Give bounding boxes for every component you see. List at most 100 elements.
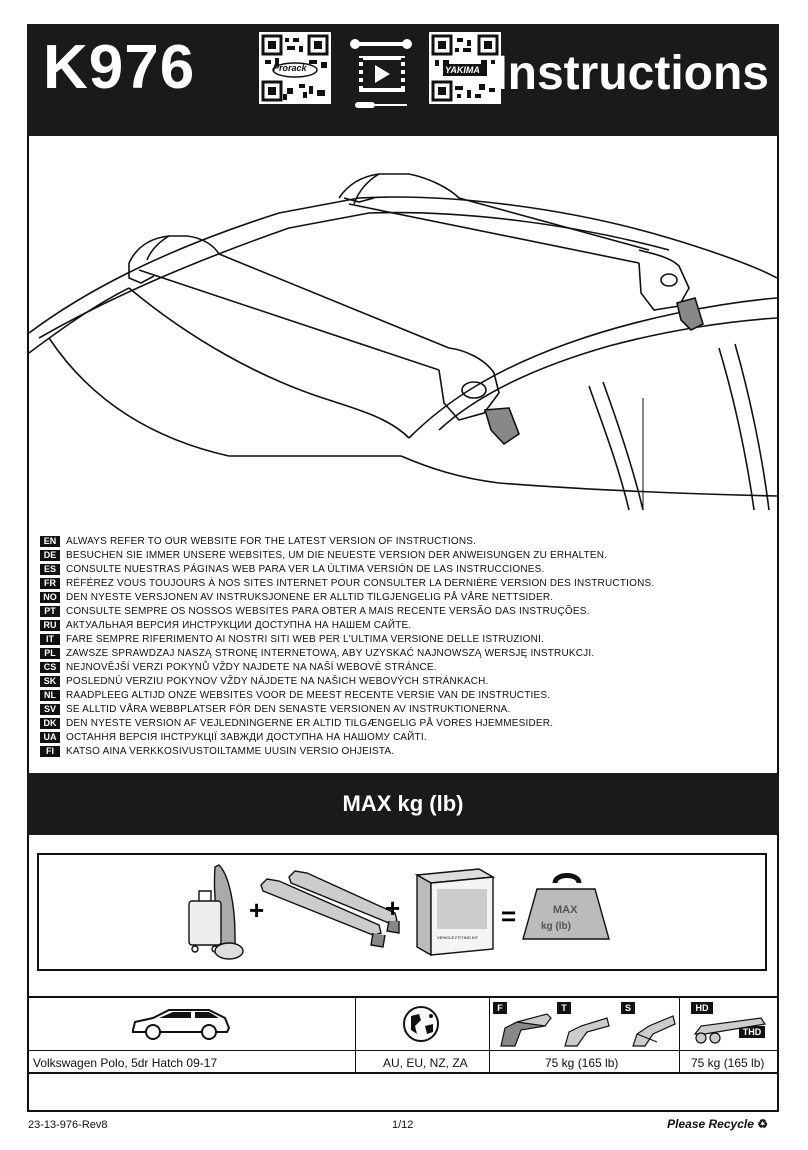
language-notice-text: ОСТАННЯ ВЕРСІЯ ІНСТРУКЦІЇ ЗАВЖДИ ДОСТУПН… [66, 731, 427, 743]
heavy-duty-bar-icon [693, 1017, 767, 1044]
max-load-label: MAX kg (lb) [342, 791, 464, 816]
language-notice-text: АКТУАЛЬНАЯ ВЕРСИЯ ИНСТРУКЦИИ ДОСТУПНА НА… [66, 619, 412, 631]
language-notice-text: CONSULTE NUESTRAS PÁGINAS WEB PARA VER L… [66, 563, 545, 575]
page-number: 1/12 [392, 1119, 414, 1131]
language-notice-text: KATSO AINA VERKKOSIVUSTOILTAMME UUSIN VE… [66, 745, 395, 757]
fitment-table: F T S HD THD Volkswagen Polo, 5dr Hatch … [27, 996, 779, 1074]
language-code-badge: UA [40, 731, 60, 743]
language-row: UA ОСТАННЯ ВЕРСІЯ ІНСТРУКЦІЇ ЗАВЖДИ ДОСТУ… [40, 730, 760, 744]
language-code-badge: EN [40, 535, 60, 547]
fitting-kit-label: VEHICLE FITTING KIT [437, 935, 479, 940]
language-notice-text: RÉFÉREZ VOUS TOUJOURS À NOS SITES INTERN… [66, 577, 655, 589]
language-row: FI KATSO AINA VERKKOSIVUSTOILTAMME UUSIN … [40, 744, 760, 758]
language-row: SV SE ALLTID VÅRA WEBBPLATSER FÖR DEN SEN… [40, 702, 760, 716]
language-code-badge: NO [40, 591, 60, 603]
language-code-badge: CS [40, 661, 60, 673]
language-row: PT CONSULTE SEMPRE OS NOSSOS WEBSITES PAR… [40, 604, 760, 618]
table-rule [27, 996, 779, 998]
language-notice-text: BESUCHEN SIE IMMER UNSERE WEBSITES, UM D… [66, 549, 608, 561]
max-load-bar: MAX kg (lb) [27, 773, 779, 835]
equals-sign: = [501, 901, 516, 931]
weight-label-unit: kg (lb) [541, 921, 571, 932]
language-notice-text: DEN NYESTE VERSJONEN AV INSTRUKSJONENE E… [66, 591, 554, 603]
language-row: NO DEN NYESTE VERSJONEN AV INSTRUKSJONENE… [40, 590, 760, 604]
recycle-notice: Please Recycle ♻ [667, 1117, 768, 1131]
fitting-kit-box-icon [414, 868, 496, 957]
vehicle-model: Volkswagen Polo, 5dr Hatch 09-17 [33, 1056, 218, 1070]
bar-type-badge-hd: HD [691, 1002, 713, 1014]
document-code: 23-13-976-Rev8 [28, 1119, 108, 1131]
foot-type-badge-f: F [493, 1002, 507, 1014]
language-code-badge: PT [40, 605, 60, 617]
qr-caption-prorack: Prorack [273, 63, 307, 73]
max-load-fts: 75 kg (165 lb) [545, 1056, 619, 1070]
table-rule [355, 996, 356, 1074]
car-roof-rack-illustration [29, 173, 777, 510]
qr-code-prorack[interactable]: Prorack [259, 32, 331, 104]
bar-profile-icons [500, 1013, 676, 1047]
language-row: PL ZAWSZE SPRAWDZAJ NASZĄ STRONĘ INTERNET… [40, 646, 760, 660]
table-rule [777, 996, 779, 1074]
plus-sign-2: + [385, 893, 400, 923]
language-notice-text: FARE SEMPRE RIFERIMENTO AI NOSTRI SITI W… [66, 633, 545, 645]
model-number: K976 [43, 33, 196, 102]
language-code-badge: DE [40, 549, 60, 561]
language-row: IT FARE SEMPRE RIFERIMENTO AI NOSTRI SITI… [40, 632, 760, 646]
language-row: EN ALWAYS REFER TO OUR WEBSITE FOR THE LA… [40, 534, 760, 548]
language-code-badge: ES [40, 563, 60, 575]
recycle-icon: ♻ [757, 1117, 768, 1131]
screwdriver-icon [355, 102, 407, 108]
language-code-badge: PL [40, 647, 60, 659]
language-code-badge: IT [40, 633, 60, 645]
table-rule [489, 996, 490, 1074]
language-code-badge: NL [40, 689, 60, 701]
language-code-badge: RU [40, 619, 60, 631]
qr-code-yakima[interactable]: YAKIMA [429, 32, 501, 104]
video-instructions-icon[interactable] [345, 32, 419, 122]
table-rule [679, 996, 680, 1074]
weight-label-max: MAX [553, 904, 578, 916]
globe-icon [403, 1006, 439, 1042]
load-equation-box: + + VEHICLE FITTING KIT = MAX kg (lb) [37, 853, 767, 971]
language-row: RU АКТУАЛЬНАЯ ВЕРСИЯ ИНСТРУКЦИИ ДОСТУПНА … [40, 618, 760, 632]
language-code-badge: FR [40, 577, 60, 589]
language-notice-text: SE ALLTID VÅRA WEBBPLATSER FÖR DEN SENAS… [66, 703, 511, 715]
language-notice-text: ZAWSZE SPRAWDZAJ NASZĄ STRONĘ INTERNETOW… [66, 647, 595, 659]
language-row: SK POSLEDNÚ VERZIU POKYNOV VŽDY NÁJDETE N… [40, 674, 760, 688]
language-row: DE BESUCHEN SIE IMMER UNSERE WEBSITES, UM… [40, 548, 760, 562]
language-notice-text: POSLEDNÚ VERZIU POKYNOV VŽDY NÁJDETE NA … [66, 675, 489, 687]
language-code-badge: FI [40, 745, 60, 757]
language-code-badge: DK [40, 717, 60, 729]
language-notice-text: CONSULTE SEMPRE OS NOSSOS WEBSITES PARA … [66, 605, 590, 617]
header-bar: K976 Prorack [27, 24, 779, 136]
page-title: Instructions [494, 47, 769, 100]
table-rule [27, 1072, 779, 1074]
language-row: CS NEJNOVĚJŠÍ VERZI POKYNŮ VŽDY NAJDETE N… [40, 660, 760, 674]
language-notice-text: RAADPLEEG ALTIJD ONZE WEBSITES VOOR DE M… [66, 689, 551, 701]
language-code-badge: SV [40, 703, 60, 715]
language-row: DK DEN NYESTE VERSION AF VEJLEDNINGERNE E… [40, 716, 760, 730]
plus-sign-1: + [249, 895, 264, 925]
table-rule [27, 996, 29, 1074]
qr-caption-yakima: YAKIMA [445, 65, 480, 75]
language-code-badge: SK [40, 675, 60, 687]
car-silhouette-icon [132, 1009, 231, 1040]
language-notice-text: DEN NYESTE VERSION AF VEJLEDNINGERNE ER … [66, 717, 554, 729]
film-play-icon [359, 56, 405, 92]
language-row: ES CONSULTE NUESTRAS PÁGINAS WEB PARA VER… [40, 562, 760, 576]
vehicle-regions: AU, EU, NZ, ZA [383, 1056, 468, 1070]
language-row: NL RAADPLEEG ALTIJD ONZE WEBSITES VOOR DE… [40, 688, 760, 702]
recycle-text: Please Recycle [667, 1117, 754, 1131]
luggage-icon [188, 864, 244, 960]
table-rule [27, 1050, 779, 1051]
language-notice-list: EN ALWAYS REFER TO OUR WEBSITE FOR THE LA… [40, 534, 760, 758]
weight-icon [522, 873, 610, 940]
language-row: FR RÉFÉREZ VOUS TOUJOURS À NOS SITES INTE… [40, 576, 760, 590]
bar-type-badge-thd: THD [739, 1026, 765, 1038]
foot-type-badge-t: T [557, 1002, 571, 1014]
language-notice-text: NEJNOVĚJŠÍ VERZI POKYNŮ VŽDY NAJDETE NA … [66, 661, 437, 673]
foot-type-badge-s: S [621, 1002, 635, 1014]
max-load-hd: 75 kg (165 lb) [691, 1056, 765, 1070]
language-notice-text: ALWAYS REFER TO OUR WEBSITE FOR THE LATE… [66, 535, 477, 547]
roof-bars-icon [260, 870, 400, 948]
